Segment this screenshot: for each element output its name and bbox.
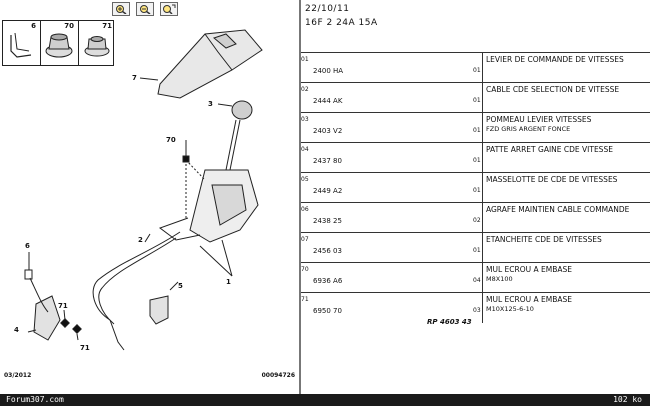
part-qty: 01	[473, 247, 481, 254]
part-ref: 05	[301, 176, 309, 183]
table-row[interactable]: 03 2403 V2 01 POMMEAU LEVIER VITESSES FZ…	[301, 113, 650, 143]
part-description: PATTE ARRET GAINE CDE VITESSE	[486, 145, 613, 154]
table-row[interactable]: 70 6936 A6 04 MUL ECROU A EMBASE M8X100	[301, 263, 650, 293]
part-ref: 01	[301, 56, 309, 63]
part-qty: 01	[473, 67, 481, 74]
part-qty: 02	[473, 217, 481, 224]
column-divider	[482, 293, 483, 323]
table-row[interactable]: 07 2456 03 01 ETANCHEITE CDE DE VITESSES	[301, 233, 650, 263]
part-qty: 01	[473, 127, 481, 134]
callout-3: 3	[208, 100, 213, 108]
part-ref: 04	[301, 146, 309, 153]
status-bar: Forum307.com 102 ko	[0, 394, 650, 406]
part-description: LEVIER DE COMMANDE DE VITESSES	[486, 55, 624, 64]
part-qty: 03	[473, 307, 481, 314]
thumbnail-number: 70	[64, 22, 74, 30]
zoom-fit-icon	[163, 4, 176, 14]
part-number: 2403 V2	[313, 127, 343, 135]
file-size-label: 102 ko	[613, 395, 642, 404]
column-divider	[482, 113, 483, 142]
part-number: 6950 70	[313, 307, 342, 315]
clip-icon	[10, 32, 32, 58]
column-divider	[482, 83, 483, 112]
detail-thumbnails: 6 70 71	[2, 20, 114, 66]
column-divider	[482, 263, 483, 292]
exploded-diagram: 7 3 70 2 6 5 1 71 4 71	[0, 20, 299, 380]
thumbnail-number: 6	[31, 22, 36, 30]
column-divider	[482, 203, 483, 232]
zoom-toolbar	[112, 2, 192, 18]
part-number: 2456 03	[313, 247, 342, 255]
parts-table: 01 2400 HA 01 LEVIER DE COMMANDE DE VITE…	[301, 52, 650, 329]
callout-1: 1	[226, 278, 231, 286]
callout-6: 6	[25, 242, 30, 250]
part-number: 2449 A2	[313, 187, 343, 195]
callout-2: 2	[138, 236, 143, 244]
callout-5: 5	[178, 282, 183, 290]
part-number: 2444 AK	[313, 97, 343, 105]
part-number: 2400 HA	[313, 67, 344, 75]
part-detail: M8X100	[486, 275, 513, 283]
column-divider	[482, 53, 483, 82]
part-description: AGRAFE MAINTIEN CABLE COMMANDE	[486, 205, 630, 214]
thumbnail-nut-71[interactable]: 71	[79, 21, 116, 65]
part-qty: 01	[473, 187, 481, 194]
part-description: MASSELOTTE DE CDE DE VITESSES	[486, 175, 618, 184]
forum-watermark: Forum307.com	[6, 395, 64, 404]
callout-70: 70	[166, 136, 176, 144]
part-detail: M10X125-6-10	[486, 305, 534, 313]
part-ref: 03	[301, 116, 309, 123]
table-row[interactable]: 02 2444 AK 01 CABLE CDE SELECTION DE VIT…	[301, 83, 650, 113]
part-ref: 71	[301, 296, 309, 303]
zoom-in-button[interactable]	[112, 2, 130, 16]
table-row[interactable]: 04 2437 80 01 PATTE ARRET GAINE CDE VITE…	[301, 143, 650, 173]
thumbnail-clip[interactable]: 6	[3, 21, 41, 65]
part-number: 2438 25	[313, 217, 342, 225]
zoom-in-icon	[116, 5, 127, 14]
part-qty: 04	[473, 277, 481, 284]
part-description: MUL ECROU A EMBASE	[486, 295, 572, 304]
part-description: ETANCHEITE CDE DE VITESSES	[486, 235, 602, 244]
document-code: 16F 2 24A 15A	[305, 18, 378, 28]
column-divider	[482, 233, 483, 262]
part-ref: 70	[301, 266, 309, 273]
parts-list-pane: 22/10/11 16F 2 24A 15A 01 2400 HA 01 LEV…	[301, 0, 650, 394]
thumbnail-number: 71	[102, 22, 112, 30]
callout-71-bottom: 71	[80, 344, 90, 352]
part-number: 2437 80	[313, 157, 342, 165]
document-date: 22/10/11	[305, 4, 350, 14]
callout-4: 4	[14, 326, 19, 334]
part-qty: 01	[473, 157, 481, 164]
thumbnail-nut-70[interactable]: 70	[41, 21, 79, 65]
column-divider	[482, 173, 483, 202]
flange-nut-icon	[84, 36, 110, 57]
callout-71-top: 71	[58, 302, 68, 310]
diagram-date: 03/2012	[4, 372, 32, 379]
part-ref: 07	[301, 236, 309, 243]
exploded-diagram-pane: 7 3 70 2 6 5 1 71 4 71	[0, 0, 299, 394]
callout-7: 7	[132, 74, 137, 82]
gearshift-assembly-drawing	[24, 29, 263, 351]
zoom-out-icon	[140, 5, 151, 14]
part-description: POMMEAU LEVIER VITESSES	[486, 115, 592, 124]
table-row[interactable]: 71 6950 70 03 MUL ECROU A EMBASE M10X125…	[301, 293, 650, 323]
part-ref: 02	[301, 86, 309, 93]
table-row[interactable]: 06 2438 25 02 AGRAFE MAINTIEN CABLE COMM…	[301, 203, 650, 233]
table-reference: RP 4603 43	[427, 318, 472, 326]
zoom-out-button[interactable]	[136, 2, 154, 16]
flange-nut-icon	[45, 33, 73, 58]
part-detail: FZD GRIS ARGENT FONCE	[486, 125, 571, 133]
table-row[interactable]: 01 2400 HA 01 LEVIER DE COMMANDE DE VITE…	[301, 53, 650, 83]
table-row[interactable]: 05 2449 A2 01 MASSELOTTE DE CDE DE VITES…	[301, 173, 650, 203]
part-qty: 01	[473, 97, 481, 104]
column-divider	[482, 143, 483, 172]
part-number: 6936 A6	[313, 277, 343, 285]
diagram-reference: 00094726	[261, 372, 295, 379]
zoom-fit-button[interactable]	[160, 2, 178, 16]
pane-divider[interactable]	[299, 0, 301, 406]
part-description: MUL ECROU A EMBASE	[486, 265, 572, 274]
part-description: CABLE CDE SELECTION DE VITESSE	[486, 85, 620, 94]
part-ref: 06	[301, 206, 309, 213]
